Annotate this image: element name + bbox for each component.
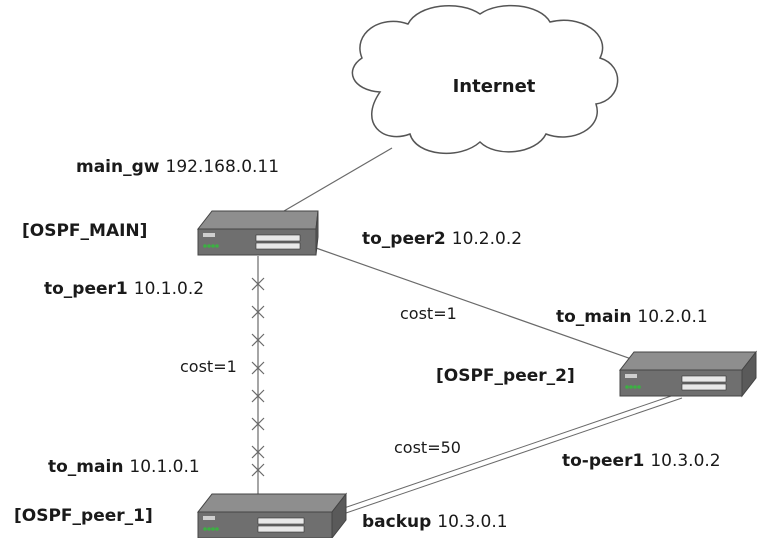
cost-peer1-peer2: cost=50 [394, 438, 461, 457]
link-peer1-peer2-backup [343, 392, 683, 514]
router-ospf-peer-1[interactable] [196, 492, 348, 538]
link-marker-x [251, 417, 265, 431]
cloud-label: Internet [453, 76, 536, 97]
cloud-shape [351, 4, 619, 155]
link-marker-x [251, 333, 265, 347]
link-marker-x [251, 463, 265, 477]
cost-main-peer1: cost=1 [180, 357, 237, 376]
link-marker-x [251, 305, 265, 319]
node-label-ospf-peer-2: [OSPF_peer_2] [436, 366, 575, 386]
cost-main-peer2: cost=1 [400, 304, 457, 323]
router-ospf-peer-2[interactable] [618, 350, 758, 398]
link-main-peer2 [315, 247, 641, 363]
link-marker-x [251, 277, 265, 291]
internet-cloud: Internet [351, 4, 619, 155]
node-label-ospf-main: [OSPF_MAIN] [22, 221, 147, 241]
link-marker-x [251, 389, 265, 403]
link-main-peer1-markers [251, 277, 265, 477]
router-ospf-main[interactable] [196, 210, 319, 256]
node-label-ospf-peer-1: [OSPF_peer_1] [14, 506, 153, 526]
link-marker-x [251, 445, 265, 459]
link-main-internet [283, 147, 393, 212]
link-marker-x [251, 361, 265, 375]
